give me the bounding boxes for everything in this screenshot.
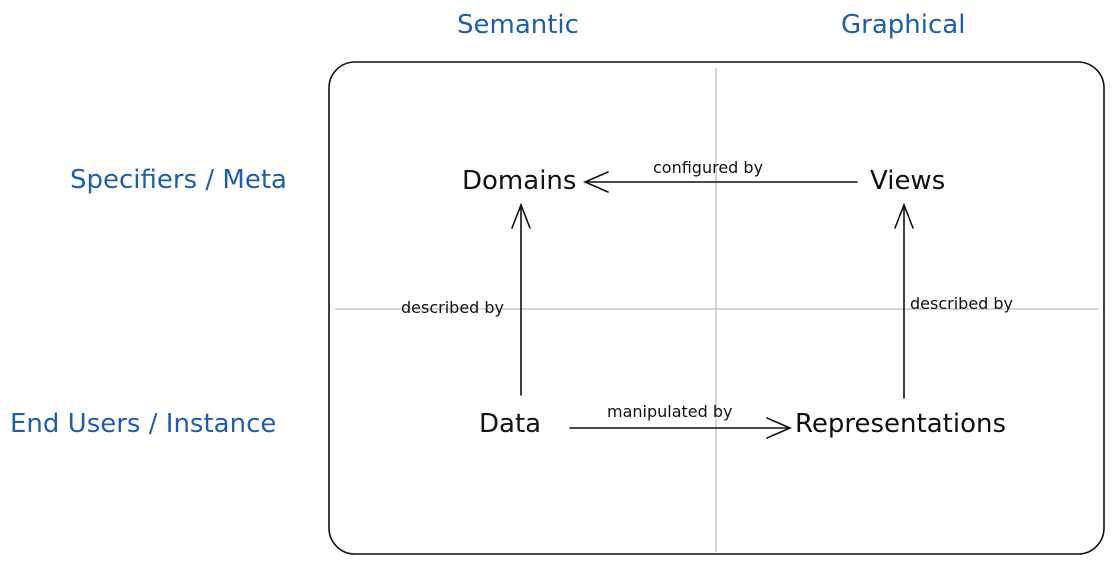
node-views: Views — [870, 166, 946, 196]
row-header-meta: Specifiers / Meta — [70, 165, 287, 195]
edge-label-configured-by: configured by — [653, 158, 764, 177]
arrow-data-described-by — [511, 202, 531, 396]
edge-label-manipulated-by: manipulated by — [607, 402, 733, 421]
edge-label-representations-described-by: described by — [910, 294, 1014, 313]
row-header-instance: End Users / Instance — [10, 409, 277, 439]
quadrant-frame — [328, 61, 1105, 555]
arrow-representations-described-by — [894, 202, 914, 399]
edge-label-data-described-by: described by — [401, 298, 505, 317]
column-header-semantic: Semantic — [457, 10, 579, 40]
node-domains: Domains — [462, 166, 577, 196]
column-header-graphical: Graphical — [841, 10, 966, 40]
arrow-manipulated-by — [569, 417, 793, 439]
arrow-configured-by — [582, 171, 858, 193]
node-representations: Representations — [795, 409, 1007, 439]
node-data: Data — [479, 409, 542, 439]
